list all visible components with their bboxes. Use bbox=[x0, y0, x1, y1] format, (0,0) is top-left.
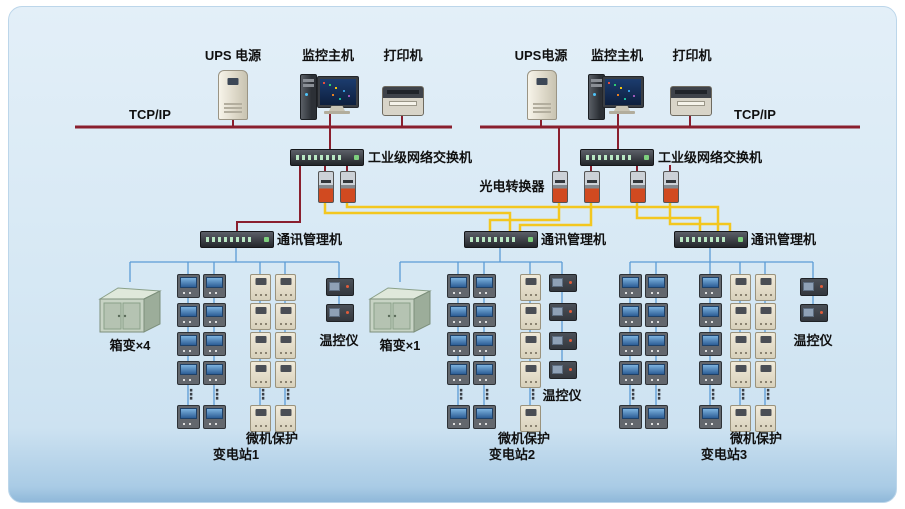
protection-label-3: 微机保护 bbox=[729, 431, 782, 446]
box-label-2: 箱变×1 bbox=[379, 338, 421, 353]
converter-label: 光电转换器 bbox=[479, 179, 545, 194]
ethernet-lines bbox=[75, 112, 860, 231]
temp-label-1: 温控仪 bbox=[319, 333, 359, 348]
ups-label-right: UPS电源 bbox=[514, 48, 568, 63]
temp-label-3: 温控仪 bbox=[793, 333, 833, 348]
printer-label-left: 打印机 bbox=[383, 48, 423, 63]
substation-name-1: 变电站1 bbox=[212, 447, 260, 462]
switch-label-left: 工业级网络交换机 bbox=[368, 150, 473, 165]
device-link-lines bbox=[129, 246, 814, 416]
printer-label-right: 打印机 bbox=[672, 48, 712, 63]
temp-label-2: 温控仪 bbox=[542, 388, 582, 403]
tcpip-label-right: TCP/IP bbox=[734, 107, 776, 122]
host-label-right: 监控主机 bbox=[590, 48, 643, 63]
comm-label-1: 通讯管理机 bbox=[277, 232, 343, 247]
host-label-left: 监控主机 bbox=[301, 48, 354, 63]
protection-label-1: 微机保护 bbox=[245, 431, 298, 446]
comm-label-3: 通讯管理机 bbox=[751, 232, 817, 247]
substation-name-3: 变电站3 bbox=[700, 447, 748, 462]
tcpip-label-left: TCP/IP bbox=[129, 107, 171, 122]
switch-label-right: 工业级网络交换机 bbox=[658, 150, 763, 165]
comm-label-2: 通讯管理机 bbox=[541, 232, 607, 247]
box-label-1: 箱变×4 bbox=[109, 338, 151, 353]
fiber-lines bbox=[323, 201, 732, 231]
protection-label-2: 微机保护 bbox=[497, 431, 550, 446]
ups-label-left: UPS 电源 bbox=[204, 48, 262, 63]
substation-name-2: 变电站2 bbox=[488, 447, 536, 462]
